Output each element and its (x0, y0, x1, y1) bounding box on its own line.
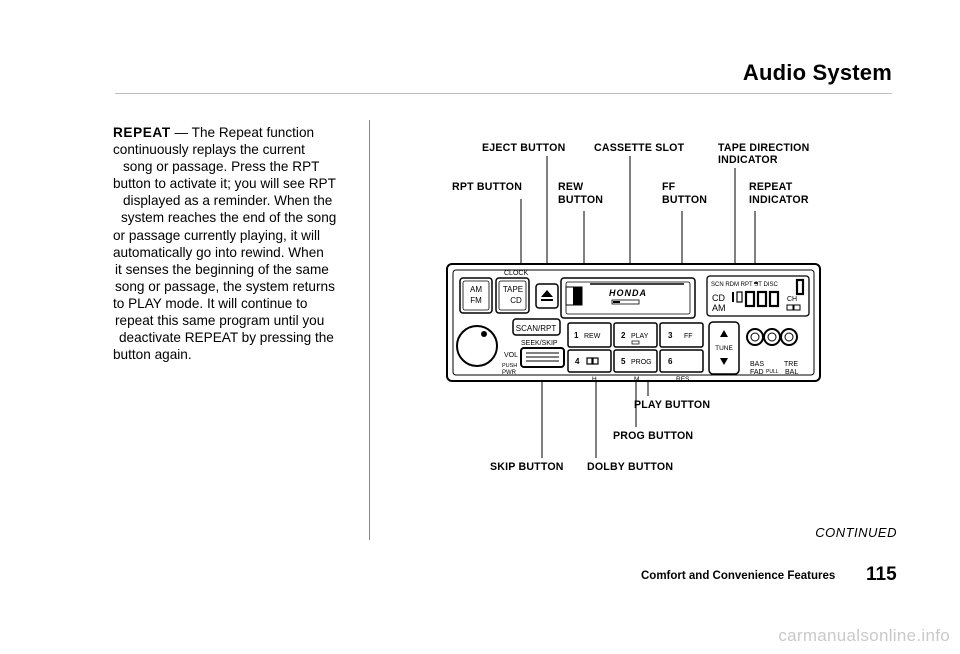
btn2-num: 2 (621, 331, 626, 340)
description-line-6: system reaches the end of the song (121, 210, 337, 226)
btn3-num: 3 (668, 331, 673, 340)
description-line-5: displayed as a reminder. When the (123, 193, 333, 209)
section-title: Comfort and Convenience Features (641, 570, 836, 582)
pull-label: PULL (766, 369, 779, 375)
display-cd: CD (712, 293, 725, 303)
eject-button[interactable] (535, 283, 559, 309)
repeat-indicator-label-line2: INDICATOR (749, 194, 809, 206)
description-line-14: button again. (113, 347, 192, 363)
am-label: AM (470, 285, 482, 294)
prog-label: PROG (631, 359, 652, 366)
faceplate-inner-border (452, 269, 815, 376)
scan-rpt-button[interactable]: SCAN/RPT (512, 318, 561, 336)
watermark: carmanualsonline.info (778, 626, 950, 645)
tape-direction-indicator (732, 292, 734, 302)
volume-knob-dot (481, 331, 487, 337)
btn4-num: 4 (575, 357, 580, 366)
description-line-12: repeat this same program until you (115, 313, 325, 329)
btn6-num: 6 (668, 357, 673, 366)
ff-button-label-line1: FF (662, 181, 676, 193)
description-line-2: continuously replays the current (113, 142, 305, 158)
header-divider (115, 93, 892, 94)
volume-knob[interactable] (456, 325, 498, 367)
fad-label: FAD (750, 369, 764, 376)
eject-button-label: EJECT BUTTON (482, 142, 566, 154)
btn5-num: 5 (621, 357, 626, 366)
fm-label: FM (470, 296, 482, 305)
description-line-1: REPEAT — The Repeat function (113, 125, 315, 140)
tape-cd-button[interactable]: TAPE CD (495, 277, 530, 314)
column-divider (369, 120, 370, 540)
rpt-button-label: RPT BUTTON (452, 181, 523, 193)
description-line-3: song or passage. Press the RPT (123, 159, 320, 175)
skip-button-label: SKIP BUTTON (490, 461, 564, 473)
am-fm-button[interactable]: AM FM (459, 277, 493, 314)
description-line-9: it senses the beginning of the same (115, 261, 329, 277)
preset-4-dolby-button[interactable]: 4 (567, 349, 612, 373)
minute-label: M (634, 376, 639, 383)
description-line-11: to PLAY mode. It will continue to (113, 295, 308, 311)
tape-label: TAPE (503, 285, 523, 294)
center-knob[interactable] (763, 328, 781, 346)
repeat-indicator-label-line1: REPEAT (749, 181, 793, 193)
reset-label: RES (676, 376, 690, 383)
segment-display (744, 278, 805, 308)
preset-2-play-button[interactable]: 2 PLAY (613, 322, 658, 348)
prog-button-label: PROG BUTTON (613, 430, 694, 442)
dolby-button-label: DOLBY BUTTON (587, 461, 674, 473)
btn1-num: 1 (574, 331, 579, 340)
display-indicators: SCN RDM RPT ST DISC (711, 282, 778, 288)
seek-skip-rocker[interactable] (520, 347, 565, 368)
ff-button-label-line2: BUTTON (662, 194, 708, 206)
description-line-4: button to activate it; you will see RPT (113, 176, 336, 192)
tune-up-icon (720, 330, 728, 337)
rew-button-label-line2: BUTTON (558, 194, 604, 206)
continued-label: CONTINUED (815, 525, 897, 540)
dolby-icon (586, 357, 593, 365)
play-label: PLAY (631, 333, 649, 340)
cd-label: CD (510, 296, 522, 305)
description-line-10: song or passage, the system returns (115, 278, 335, 294)
tape-direction-label-line1: TAPE DIRECTION (718, 142, 810, 154)
honda-logo: HONDA (609, 288, 647, 298)
display-am: AM (712, 303, 726, 313)
hour-label: H (592, 376, 597, 383)
vol-label: VOL (504, 352, 518, 359)
play-button-label: PLAY BUTTON (634, 399, 711, 411)
bas-label: BAS (750, 361, 764, 368)
repeat-heading: REPEAT (113, 125, 171, 140)
tune-button[interactable]: TUNE (708, 321, 740, 375)
description-line-7: or passage currently playing, it will (113, 227, 321, 243)
repeat-description: REPEAT — The Repeat function continuousl… (113, 124, 358, 363)
scan-rpt-label: SCAN/RPT (516, 324, 557, 333)
rew-label: REW (584, 333, 601, 340)
bal-label: BAL (785, 369, 798, 376)
treble-balance-knob[interactable] (780, 328, 798, 346)
description-line-13: deactivate REPEAT by pressing the (119, 330, 334, 346)
bass-fader-knob[interactable] (746, 328, 764, 346)
seek-skip-label: SEEK/SKIP (521, 340, 558, 347)
tune-label: TUNE (715, 345, 733, 352)
preset-1-rew-button[interactable]: 1 REW (567, 322, 612, 348)
eject-icon (541, 290, 553, 297)
page-title: Audio System (742, 60, 892, 85)
pwr-label: PWR (502, 370, 517, 376)
ff-label: FF (684, 333, 693, 340)
display-ch: CH (787, 296, 797, 303)
preset-5-prog-button[interactable]: 5 PROG (613, 349, 658, 373)
rew-button-label-line1: REW (558, 181, 584, 193)
cassette-slot-label: CASSETTE SLOT (594, 142, 685, 154)
tre-label: TRE (784, 361, 798, 368)
cassette-door (560, 277, 696, 319)
push-label: PUSH (502, 363, 517, 369)
tape-direction-label-line2: INDICATOR (718, 154, 778, 166)
description-line-8: automatically go into rewind. When (113, 244, 324, 260)
tune-down-icon (720, 358, 728, 365)
page-number: 115 (866, 564, 897, 585)
preset-6-button[interactable]: 6 (659, 349, 704, 373)
preset-3-ff-button[interactable]: 3 FF (659, 322, 704, 348)
clock-label: CLOCK (504, 270, 528, 277)
